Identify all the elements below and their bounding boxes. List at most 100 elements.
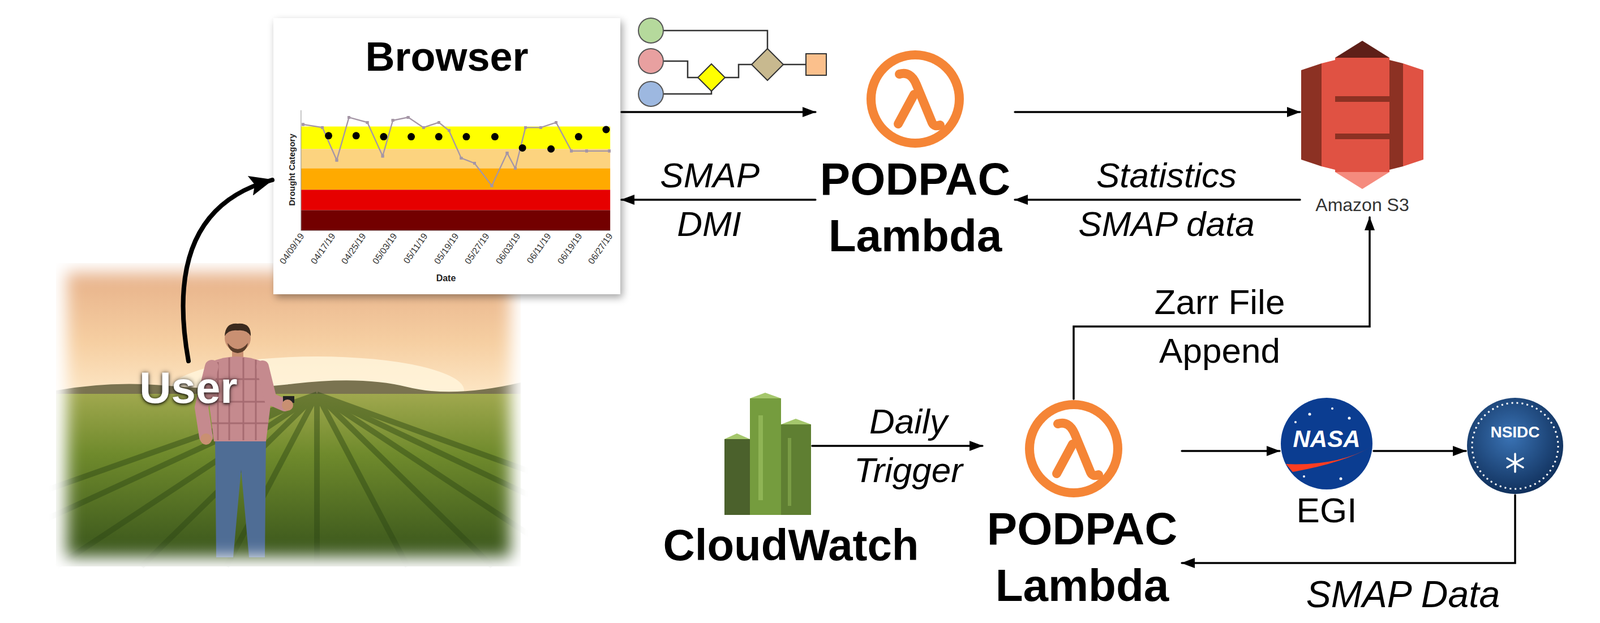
workflow-glyph-part — [638, 18, 664, 44]
nsidc-logo-part — [1507, 453, 1524, 473]
data-center-logo: NSIDC — [1466, 397, 1564, 495]
date-tick: 06/03/19 — [493, 231, 522, 267]
drought-chart-part-part — [491, 133, 499, 141]
workflow-glyph-part — [663, 30, 806, 94]
date-tick: 06/19/19 — [555, 231, 584, 267]
s3-icon-part — [1335, 172, 1390, 190]
drought-chart-part — [301, 168, 611, 190]
lambda-icon-part — [1034, 409, 1114, 489]
flow-arrow — [621, 198, 816, 201]
nsidc-logo-part — [1472, 402, 1559, 489]
service-name: EGI — [1280, 490, 1373, 531]
crop-rows-part — [0, 394, 317, 567]
curved-arrow — [183, 179, 273, 362]
date-tick: 05/03/19 — [370, 231, 399, 267]
service-name: PODPAC Lambda — [987, 500, 1178, 615]
browser-window — [273, 18, 621, 295]
s3-icon-part — [1403, 63, 1424, 167]
drought-chart-part — [301, 189, 611, 210]
logo-text: NASA — [1280, 425, 1373, 453]
farmer-figure-part — [200, 433, 212, 445]
drought-chart-part-part — [602, 125, 610, 134]
nasa-logo-part-part — [1331, 407, 1334, 410]
service-name: CloudWatch — [662, 520, 919, 570]
date-tick: 04/17/19 — [308, 231, 337, 267]
drought-chart-part-part — [379, 133, 388, 141]
drought-chart-part — [302, 117, 609, 186]
drought-chart-part-part — [575, 133, 583, 141]
drought-chart — [301, 110, 611, 231]
lambda-function: PODPAC Lambda — [816, 50, 1014, 265]
date-tick: 05/27/19 — [462, 231, 492, 267]
farmer-figure-part-part — [211, 422, 269, 425]
monitoring-service: CloudWatch — [724, 392, 812, 516]
cloudwatch-icon-part — [758, 415, 763, 501]
flow-arrow — [1181, 495, 1516, 564]
nasa-logo-part-part — [1302, 475, 1306, 478]
lambda-icon-part — [875, 59, 955, 139]
drought-chart-part-part — [407, 133, 415, 141]
browser-window-part — [273, 18, 621, 295]
nasa-logo-part — [1285, 446, 1372, 473]
service-name: PODPAC Lambda — [820, 151, 1011, 265]
drought-chart-part-part — [352, 131, 360, 140]
cloudwatch-icon-part — [724, 439, 750, 516]
crop-rows-part — [56, 394, 317, 567]
user-name: User — [139, 362, 238, 414]
crop-rows-part — [316, 394, 578, 567]
crop-rows-part — [316, 394, 793, 567]
cloudwatch-icon-part — [781, 424, 812, 516]
farmer-figure-part-part — [209, 401, 271, 403]
agency-logo: NASA EGI — [1280, 397, 1373, 531]
workflow-glyph-part — [805, 53, 827, 76]
crop-rows-part — [316, 394, 680, 567]
cloudwatch-icon-part — [787, 438, 792, 506]
date-tick: 05/11/19 — [401, 231, 431, 266]
date-tick: 06/27/19 — [586, 231, 615, 267]
farmer-figure-part-part — [228, 357, 231, 441]
nsidc-logo-part-part — [1507, 458, 1524, 468]
lambda-icon — [866, 50, 964, 148]
service-name: Amazon S3 — [1301, 193, 1424, 217]
workflow-glyph — [638, 18, 827, 107]
flow-arrow — [1181, 449, 1280, 453]
date-tick: 04/25/19 — [339, 231, 368, 267]
user-label: User — [134, 362, 242, 414]
s3-icon-part — [1335, 133, 1390, 140]
cloudwatch-icon-part — [749, 398, 782, 516]
nasa-logo — [1280, 397, 1373, 490]
lambda-icon — [1024, 400, 1123, 498]
workflow-glyph-part-part — [663, 30, 768, 49]
edge-label: SMAP Data — [1306, 572, 1500, 616]
crop-rows — [0, 394, 793, 567]
nsidc-logo-part-part — [1507, 458, 1524, 468]
flow-arrow — [812, 444, 983, 448]
flow-arrow — [1373, 449, 1466, 453]
s3-icon-part — [1321, 59, 1336, 170]
edge-label: Zarr File Append — [1142, 277, 1298, 376]
axis-title: Drought Category — [286, 133, 298, 207]
s3-icon-part — [1301, 63, 1322, 167]
drought-chart-part-part — [324, 131, 333, 140]
drought-chart-part-part — [462, 133, 470, 141]
drought-chart-part-part — [547, 145, 555, 153]
farmer-figure-part — [281, 399, 294, 411]
flow-arrow — [1014, 198, 1301, 201]
flow-arrow — [1073, 217, 1370, 400]
edge-label: Daily Trigger — [854, 397, 963, 495]
axis-title: Date — [436, 273, 457, 284]
drought-chart-part — [301, 209, 611, 231]
drought-chart-part — [301, 230, 611, 231]
farmer-figure-part — [262, 366, 285, 406]
crop-rows-part — [0, 394, 317, 567]
flow-arrow — [1014, 110, 1301, 114]
nasa-logo-part-part — [1308, 413, 1312, 416]
s3-icon — [1301, 40, 1424, 190]
panel-title: Browser — [273, 32, 621, 81]
workflow-glyph-part-part — [783, 63, 806, 66]
lambda-icon-part — [1024, 400, 1123, 498]
crop-rows-part — [316, 394, 493, 567]
